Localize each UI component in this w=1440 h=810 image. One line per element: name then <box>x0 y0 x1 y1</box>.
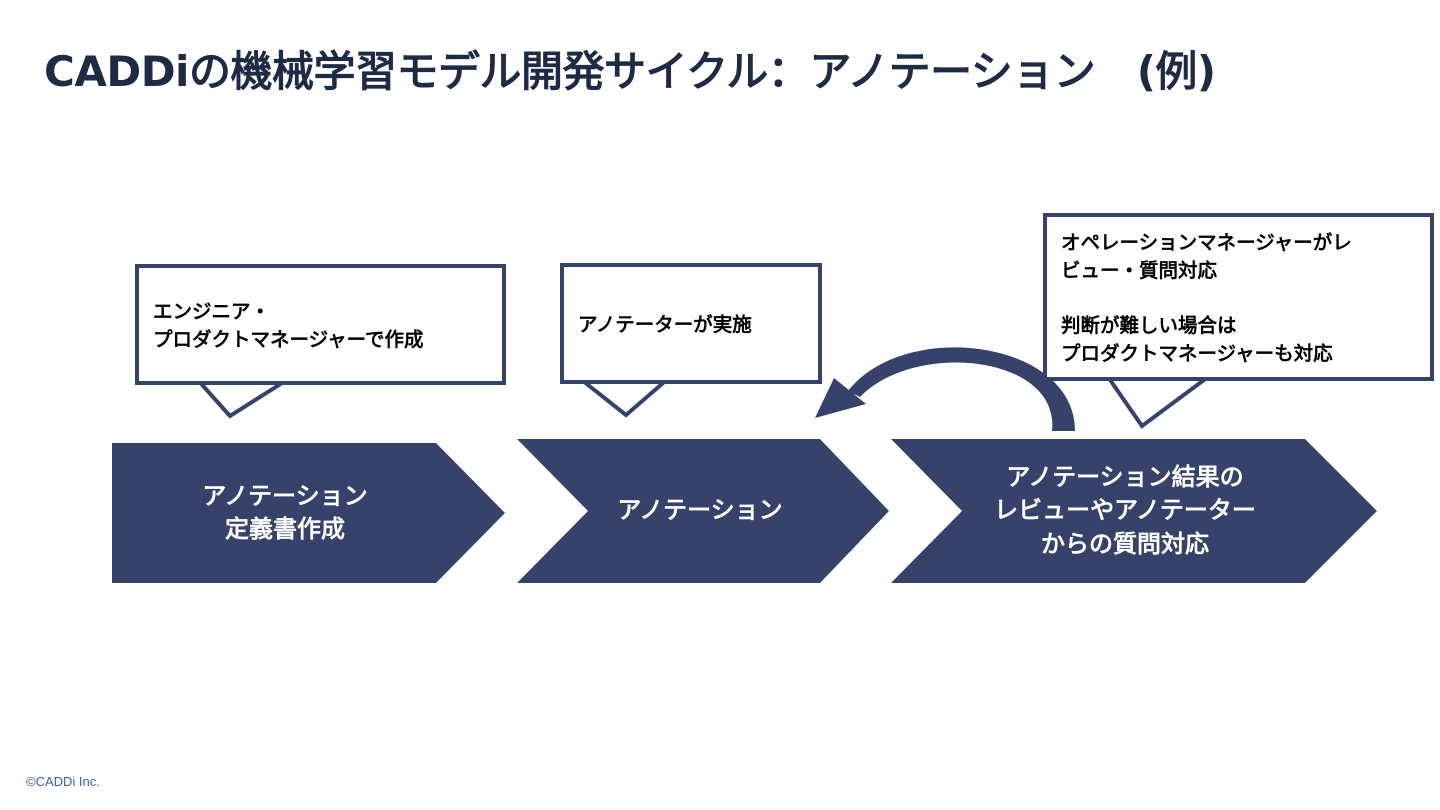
callout-step-3-line-5: プロダクトマネージャーも対応 <box>1061 342 1333 366</box>
callout-step-3-line-2: ビュー・質問対応 <box>1061 258 1218 282</box>
chevron-step-2-label: アノテーション <box>580 439 820 583</box>
chevron-step-1-line-2: 定義書作成 <box>225 515 345 543</box>
chevron-step-3-line-3: からの質問対応 <box>1041 529 1209 558</box>
curved-return-arrow-icon <box>815 347 1075 431</box>
chevron-step-1 <box>112 443 505 583</box>
chevron-step-1-line-1: アノテーション <box>202 481 368 510</box>
copyright-footer: ©CADDi Inc. <box>26 774 100 789</box>
chevron-step-1-label: アノテーション 定義書作成 <box>150 443 420 583</box>
callout-step-3-spacer <box>1061 284 1416 312</box>
callout-tail-3 <box>1102 368 1219 429</box>
callout-step-3-line-4: 判断が難しい場合は <box>1061 314 1237 338</box>
callout-step-2: アノテーターが実施 <box>560 263 822 384</box>
slide-title: CADDiの機械学習モデル開発サイクル：アノテーション (例) <box>44 47 1216 96</box>
callout-step-2-line-1: アノテーターが実施 <box>578 313 752 336</box>
chevron-step-2 <box>517 439 889 583</box>
chevron-step-2-line-1: アノテーション <box>617 496 783 525</box>
callout-step-3: オペレーションマネージャーがレ ビュー・質問対応 判断が難しい場合は プロダクト… <box>1043 213 1434 381</box>
chevron-step-3-line-2: レビューやアノテーター <box>994 496 1256 525</box>
callout-step-1-line-1: エンジニア・ <box>153 300 271 323</box>
chevron-step-3 <box>891 439 1377 583</box>
chevron-step-3-line-1: アノテーション結果の <box>1006 463 1244 492</box>
callout-step-1-line-2: プロダクトマネージャーで作成 <box>153 327 424 351</box>
chevron-step-3-label: アノテーション結果の レビューやアノテーター からの質問対応 <box>960 439 1290 583</box>
callout-step-3-line-1: オペレーションマネージャーがレ <box>1061 231 1352 254</box>
callout-step-1: エンジニア・ プロダクトマネージャーで作成 <box>135 264 506 385</box>
